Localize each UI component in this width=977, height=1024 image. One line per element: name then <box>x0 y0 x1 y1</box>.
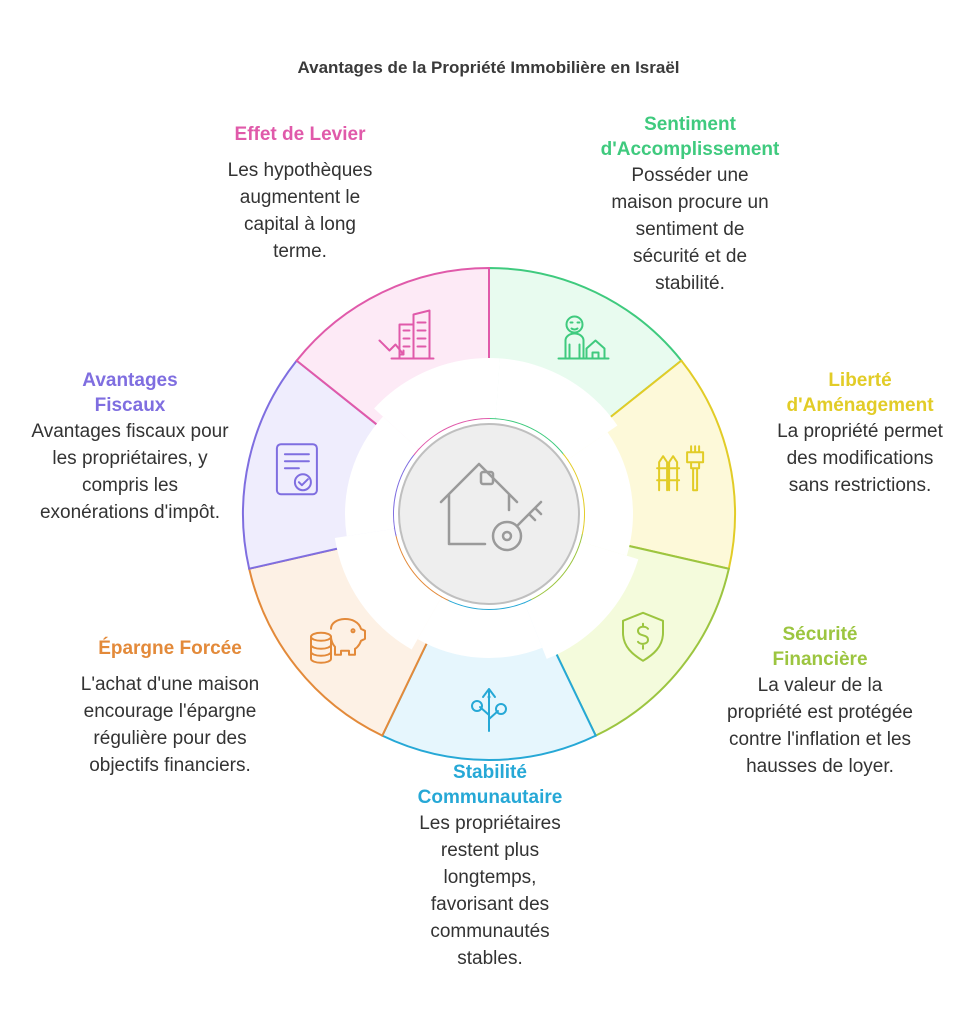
segment-description: La propriété permet des modifications sa… <box>777 421 943 496</box>
segment-label-securite: Sécurité Financière La valeur de la prop… <box>700 622 940 780</box>
certificate-icon <box>275 443 318 496</box>
segment-heading: Liberté d'Aménagement <box>786 370 934 416</box>
segment-notch <box>524 541 639 659</box>
segment-label-epargne: Épargne Forcée L'achat d'une maison enco… <box>50 636 290 779</box>
segment-heading: Stabilité Communautaire <box>417 762 563 808</box>
segment-heading: Effet de Levier <box>234 124 366 145</box>
segment-description: Les hypothèques augmentent le capital à … <box>227 160 373 262</box>
center-circle <box>398 423 580 605</box>
house-key-icon <box>439 462 543 552</box>
person-house-icon <box>557 315 610 360</box>
segment-notch <box>568 432 633 556</box>
piggy-bank-coins-icon <box>310 618 366 664</box>
segment-heading: Avantages Fiscaux <box>82 370 178 416</box>
segment-notch <box>417 597 543 659</box>
buildings-arrow-icon <box>378 309 435 360</box>
segment-notch <box>334 528 442 650</box>
segment-heading: Sécurité Financière <box>772 624 868 670</box>
segment-label-fiscaux: Avantages Fiscaux Avantages fiscaux pour… <box>10 368 250 526</box>
segment-heading: Épargne Forcée <box>98 638 242 659</box>
segment-heading: Sentiment d'Accomplissement <box>600 114 780 160</box>
segment-notch <box>345 416 419 537</box>
segment-notch <box>495 358 618 460</box>
segment-label-stabilite: Stabilité Communautaire Les propriétaire… <box>370 760 610 972</box>
segment-label-levier: Effet de Levier Les hypothèques augmente… <box>180 122 420 265</box>
fence-brush-icon <box>656 445 705 492</box>
segment-label-sentiment: Sentiment d'Accomplissement Posséder une… <box>560 112 820 297</box>
segment-description: Avantages fiscaux pour les propriétaires… <box>31 421 229 523</box>
dollar-shield-icon <box>622 611 664 662</box>
segment-notch <box>374 358 500 450</box>
growth-network-icon <box>471 688 507 732</box>
diagram-title: Avantages de la Propriété Immobilière en… <box>297 58 680 77</box>
segment-description: Posséder une maison procure un sentiment… <box>611 165 769 294</box>
segment-description: L'achat d'une maison encourage l'épargne… <box>80 674 260 776</box>
segment-label-liberte: Liberté d'Aménagement La propriété perme… <box>745 368 975 499</box>
segment-description: Les propriétaires restent plus longtemps… <box>419 813 561 969</box>
segment-description: La valeur de la propriété est protégée c… <box>727 675 913 777</box>
